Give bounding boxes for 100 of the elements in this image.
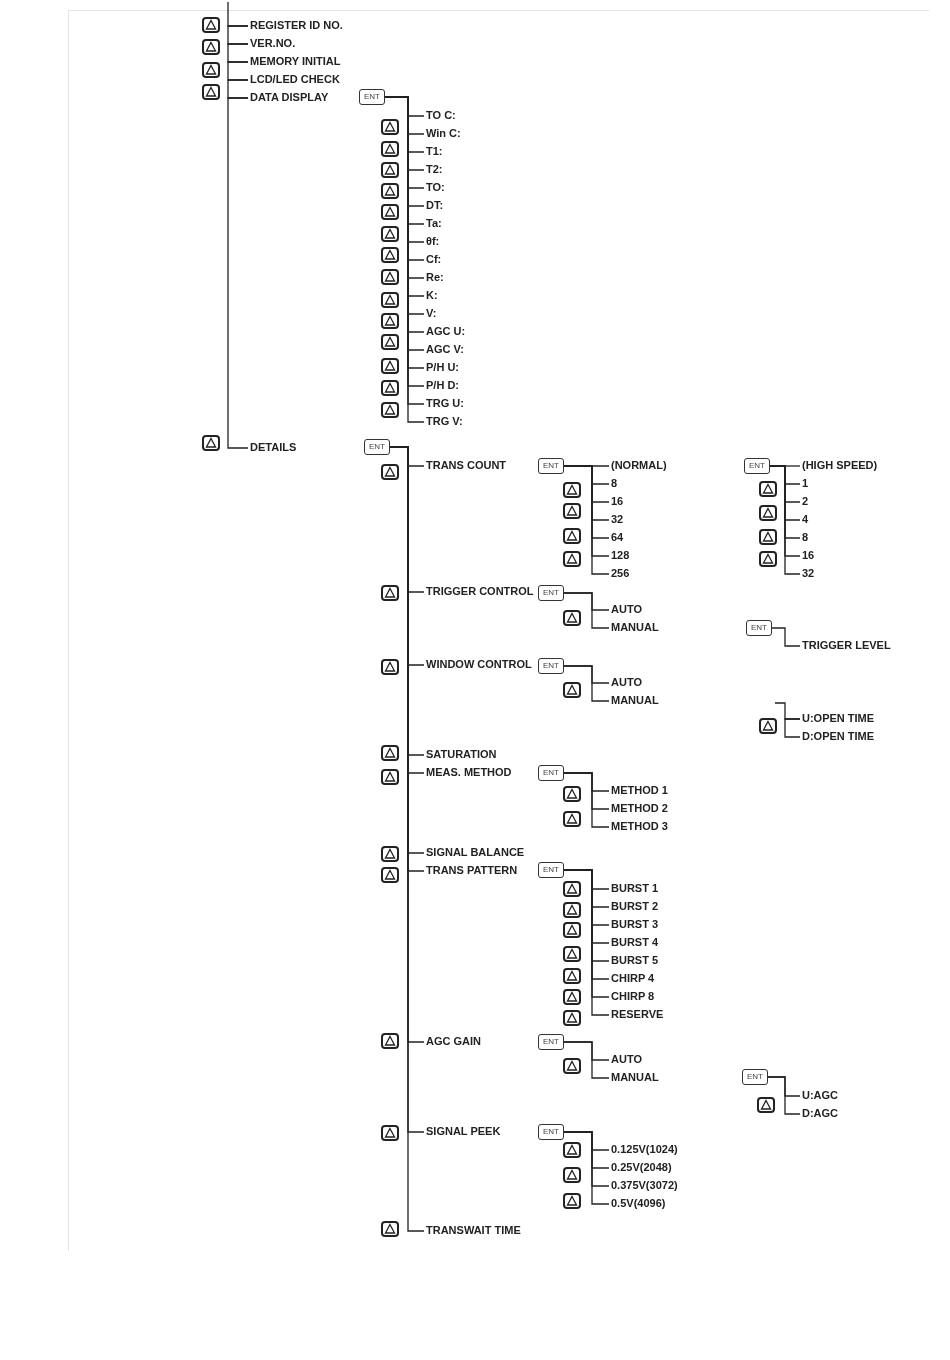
enter-key: ENT — [744, 458, 770, 474]
menu-item: LCD/LED CHECK — [250, 73, 340, 86]
menu-item: TRIGGER LEVEL — [802, 639, 891, 652]
enter-key: ENT — [538, 585, 564, 601]
menu-item: Cf: — [426, 253, 442, 266]
enter-key: ENT — [538, 658, 564, 674]
menu-item: MANUAL — [611, 621, 659, 634]
menu-item: BURST 2 — [611, 900, 659, 913]
menu-item: 0.375V(3072) — [611, 1179, 678, 1192]
tree-connector — [227, 61, 249, 81]
tree-connector — [563, 465, 610, 575]
menu-item: Ta: — [426, 217, 442, 230]
enter-key: ENT — [538, 862, 564, 878]
menu-item: TRG U: — [426, 397, 464, 410]
menu-item: 16 — [611, 495, 624, 508]
menu-item: D:OPEN TIME — [802, 730, 875, 743]
menu-item: SIGNAL BALANCE — [426, 846, 525, 859]
menu-item: CHIRP 4 — [611, 972, 655, 985]
enter-key: ENT — [364, 439, 390, 455]
menu-item: AGC GAIN — [426, 1035, 481, 1048]
tree-connector — [767, 1076, 801, 1115]
menu-item: V: — [426, 307, 437, 320]
tree-connector — [227, 43, 249, 63]
tree-connector — [227, 79, 249, 99]
menu-item: 2 — [802, 495, 809, 508]
tree-connector — [784, 718, 801, 738]
menu-item: θf: — [426, 235, 440, 248]
menu-item: AUTO — [611, 1053, 642, 1066]
menu-item: REGISTER ID NO. — [250, 19, 343, 32]
menu-item: DT: — [426, 199, 444, 212]
menu-item: TRANS COUNT — [426, 459, 507, 472]
enter-key: ENT — [359, 89, 385, 105]
menu-item: 0.125V(1024) — [611, 1143, 678, 1156]
menu-item: D:AGC — [802, 1107, 839, 1120]
menu-item: AUTO — [611, 603, 642, 616]
menu-item: METHOD 1 — [611, 784, 668, 797]
menu-item: MEMORY INITIAL — [250, 55, 341, 68]
enter-key: ENT — [538, 458, 564, 474]
tree-connector — [769, 465, 801, 575]
menu-item: TO: — [426, 181, 445, 194]
menu-item: BURST 4 — [611, 936, 659, 949]
menu-item: P/H U: — [426, 361, 459, 374]
menu-item: CHIRP 8 — [611, 990, 655, 1003]
menu-item: TRG V: — [426, 415, 463, 428]
menu-item: 256 — [611, 567, 630, 580]
menu-item: SATURATION — [426, 748, 497, 761]
menu-item: DETAILS — [250, 441, 297, 454]
menu-item: METHOD 3 — [611, 820, 668, 833]
tree-connector — [227, 97, 249, 449]
menu-item: 1 — [802, 477, 809, 490]
menu-item: 32 — [611, 513, 624, 526]
menu-item: BURST 5 — [611, 954, 659, 967]
menu-item: Re: — [426, 271, 444, 284]
menu-item: K: — [426, 289, 438, 302]
menu-item: 128 — [611, 549, 630, 562]
menu-item: MEAS. METHOD — [426, 766, 512, 779]
enter-key: ENT — [538, 1124, 564, 1140]
menu-item: 64 — [611, 531, 624, 544]
enter-key: ENT — [538, 765, 564, 781]
menu-item: 8 — [611, 477, 618, 490]
menu-item: (NORMAL) — [611, 459, 667, 472]
menu-item: T1: — [426, 145, 443, 158]
enter-key: ENT — [746, 620, 772, 636]
menu-item: BURST 1 — [611, 882, 659, 895]
tree-connector — [771, 627, 801, 647]
menu-item: TRANSWAIT TIME — [426, 1224, 521, 1237]
tree-connector — [563, 1041, 610, 1079]
menu-item: Win C: — [426, 127, 461, 140]
menu-item: RESERVE — [611, 1008, 664, 1021]
menu-item: WINDOW CONTROL — [426, 658, 532, 671]
menu-item: T2: — [426, 163, 443, 176]
menu-item: AGC U: — [426, 325, 466, 338]
menu-item: MANUAL — [611, 694, 659, 707]
menu-item: U:AGC — [802, 1089, 839, 1102]
menu-item: TRIGGER CONTROL — [426, 585, 534, 598]
menu-item: 0.25V(2048) — [611, 1161, 672, 1174]
menu-item: P/H D: — [426, 379, 459, 392]
menu-item: TRANS PATTERN — [426, 864, 518, 877]
menu-item: MANUAL — [611, 1071, 659, 1084]
menu-item: 0.5V(4096) — [611, 1197, 666, 1210]
menu-item: BURST 3 — [611, 918, 659, 931]
menu-item: AGC V: — [426, 343, 464, 356]
menu-item: 4 — [802, 513, 809, 526]
menu-item: 16 — [802, 549, 815, 562]
menu-item: 8 — [802, 531, 809, 544]
tree-connector — [563, 592, 610, 629]
menu-item: 32 — [802, 567, 815, 580]
menu-item: VER.NO. — [250, 37, 296, 50]
menu-item: TO C: — [426, 109, 456, 122]
enter-key: ENT — [538, 1034, 564, 1050]
menu-item: AUTO — [611, 676, 642, 689]
enter-key: ENT — [742, 1069, 768, 1085]
tree-connector — [563, 1131, 610, 1205]
menu-item: U:OPEN TIME — [802, 712, 875, 725]
menu-item: METHOD 2 — [611, 802, 668, 815]
tree-connector — [227, 25, 249, 45]
menu-item: (HIGH SPEED) — [802, 459, 878, 472]
menu-item: SIGNAL PEEK — [426, 1125, 501, 1138]
tree-connector — [563, 772, 610, 828]
tree-connector — [563, 665, 610, 702]
